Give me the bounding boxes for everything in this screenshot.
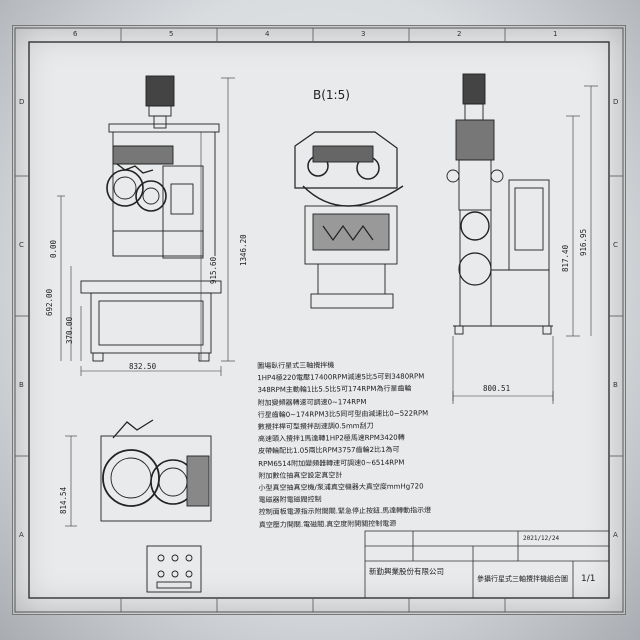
col-tick-6: 6 xyxy=(73,30,78,38)
dim-side-height-b: 916.95 xyxy=(579,228,588,256)
dim-front-total-height: 1346.20 xyxy=(239,234,248,266)
row-tick-d: D xyxy=(19,98,25,106)
title-block-date: 2021/12/24 xyxy=(523,535,560,542)
dim-plan-height: 814.54 xyxy=(59,486,68,514)
note-line: 真空壓力開關.電磁閥.真空度附開關控制電源 xyxy=(258,519,397,529)
drawing-sheet: 6 5 4 3 2 1 D C B A D C B A B(1:5) 1346.… xyxy=(12,25,626,615)
title-block-drawing-title: 參攝行星式三軸攪拌機組合圖 xyxy=(477,575,568,583)
dim-front-upper-height: 915.60 xyxy=(209,256,218,284)
col-tick-5: 5 xyxy=(169,30,174,38)
plan-view xyxy=(65,419,212,593)
title-block xyxy=(364,530,610,599)
technical-notes: 圖場臥行星式三軸攪拌機 1HP4極220電壓17400RPM減速5比5可到348… xyxy=(257,358,479,531)
dim-side-width: 800.51 xyxy=(483,384,511,393)
row-tick-c-right: C xyxy=(613,241,618,249)
dim-front-left-mid: 692.00 xyxy=(45,288,54,316)
col-tick-4: 4 xyxy=(265,30,270,38)
side-view xyxy=(446,73,598,404)
dim-front-width: 832.50 xyxy=(129,362,157,371)
title-block-sheet-number: 1/1 xyxy=(581,574,596,584)
row-tick-d-right: D xyxy=(613,98,619,106)
dim-front-left-low: 370.00 xyxy=(65,316,74,344)
title-block-company: 新勤興業股份有限公司 xyxy=(369,567,444,576)
dim-front-left-top: 0.00 xyxy=(49,239,58,258)
row-tick-b-right: B xyxy=(613,381,618,389)
col-tick-2: 2 xyxy=(457,30,462,38)
front-view xyxy=(57,75,235,376)
drawing-frame xyxy=(14,27,624,613)
row-tick-a-right: A xyxy=(613,531,618,539)
detail-view-b xyxy=(294,131,404,309)
col-tick-3: 3 xyxy=(361,30,366,38)
col-tick-1: 1 xyxy=(553,30,558,38)
row-tick-a: A xyxy=(19,531,24,539)
row-tick-c: C xyxy=(19,241,24,249)
row-tick-b: B xyxy=(19,381,24,389)
detail-view-label: B(1:5) xyxy=(313,88,350,102)
dim-side-height-a: 817.40 xyxy=(561,244,570,272)
